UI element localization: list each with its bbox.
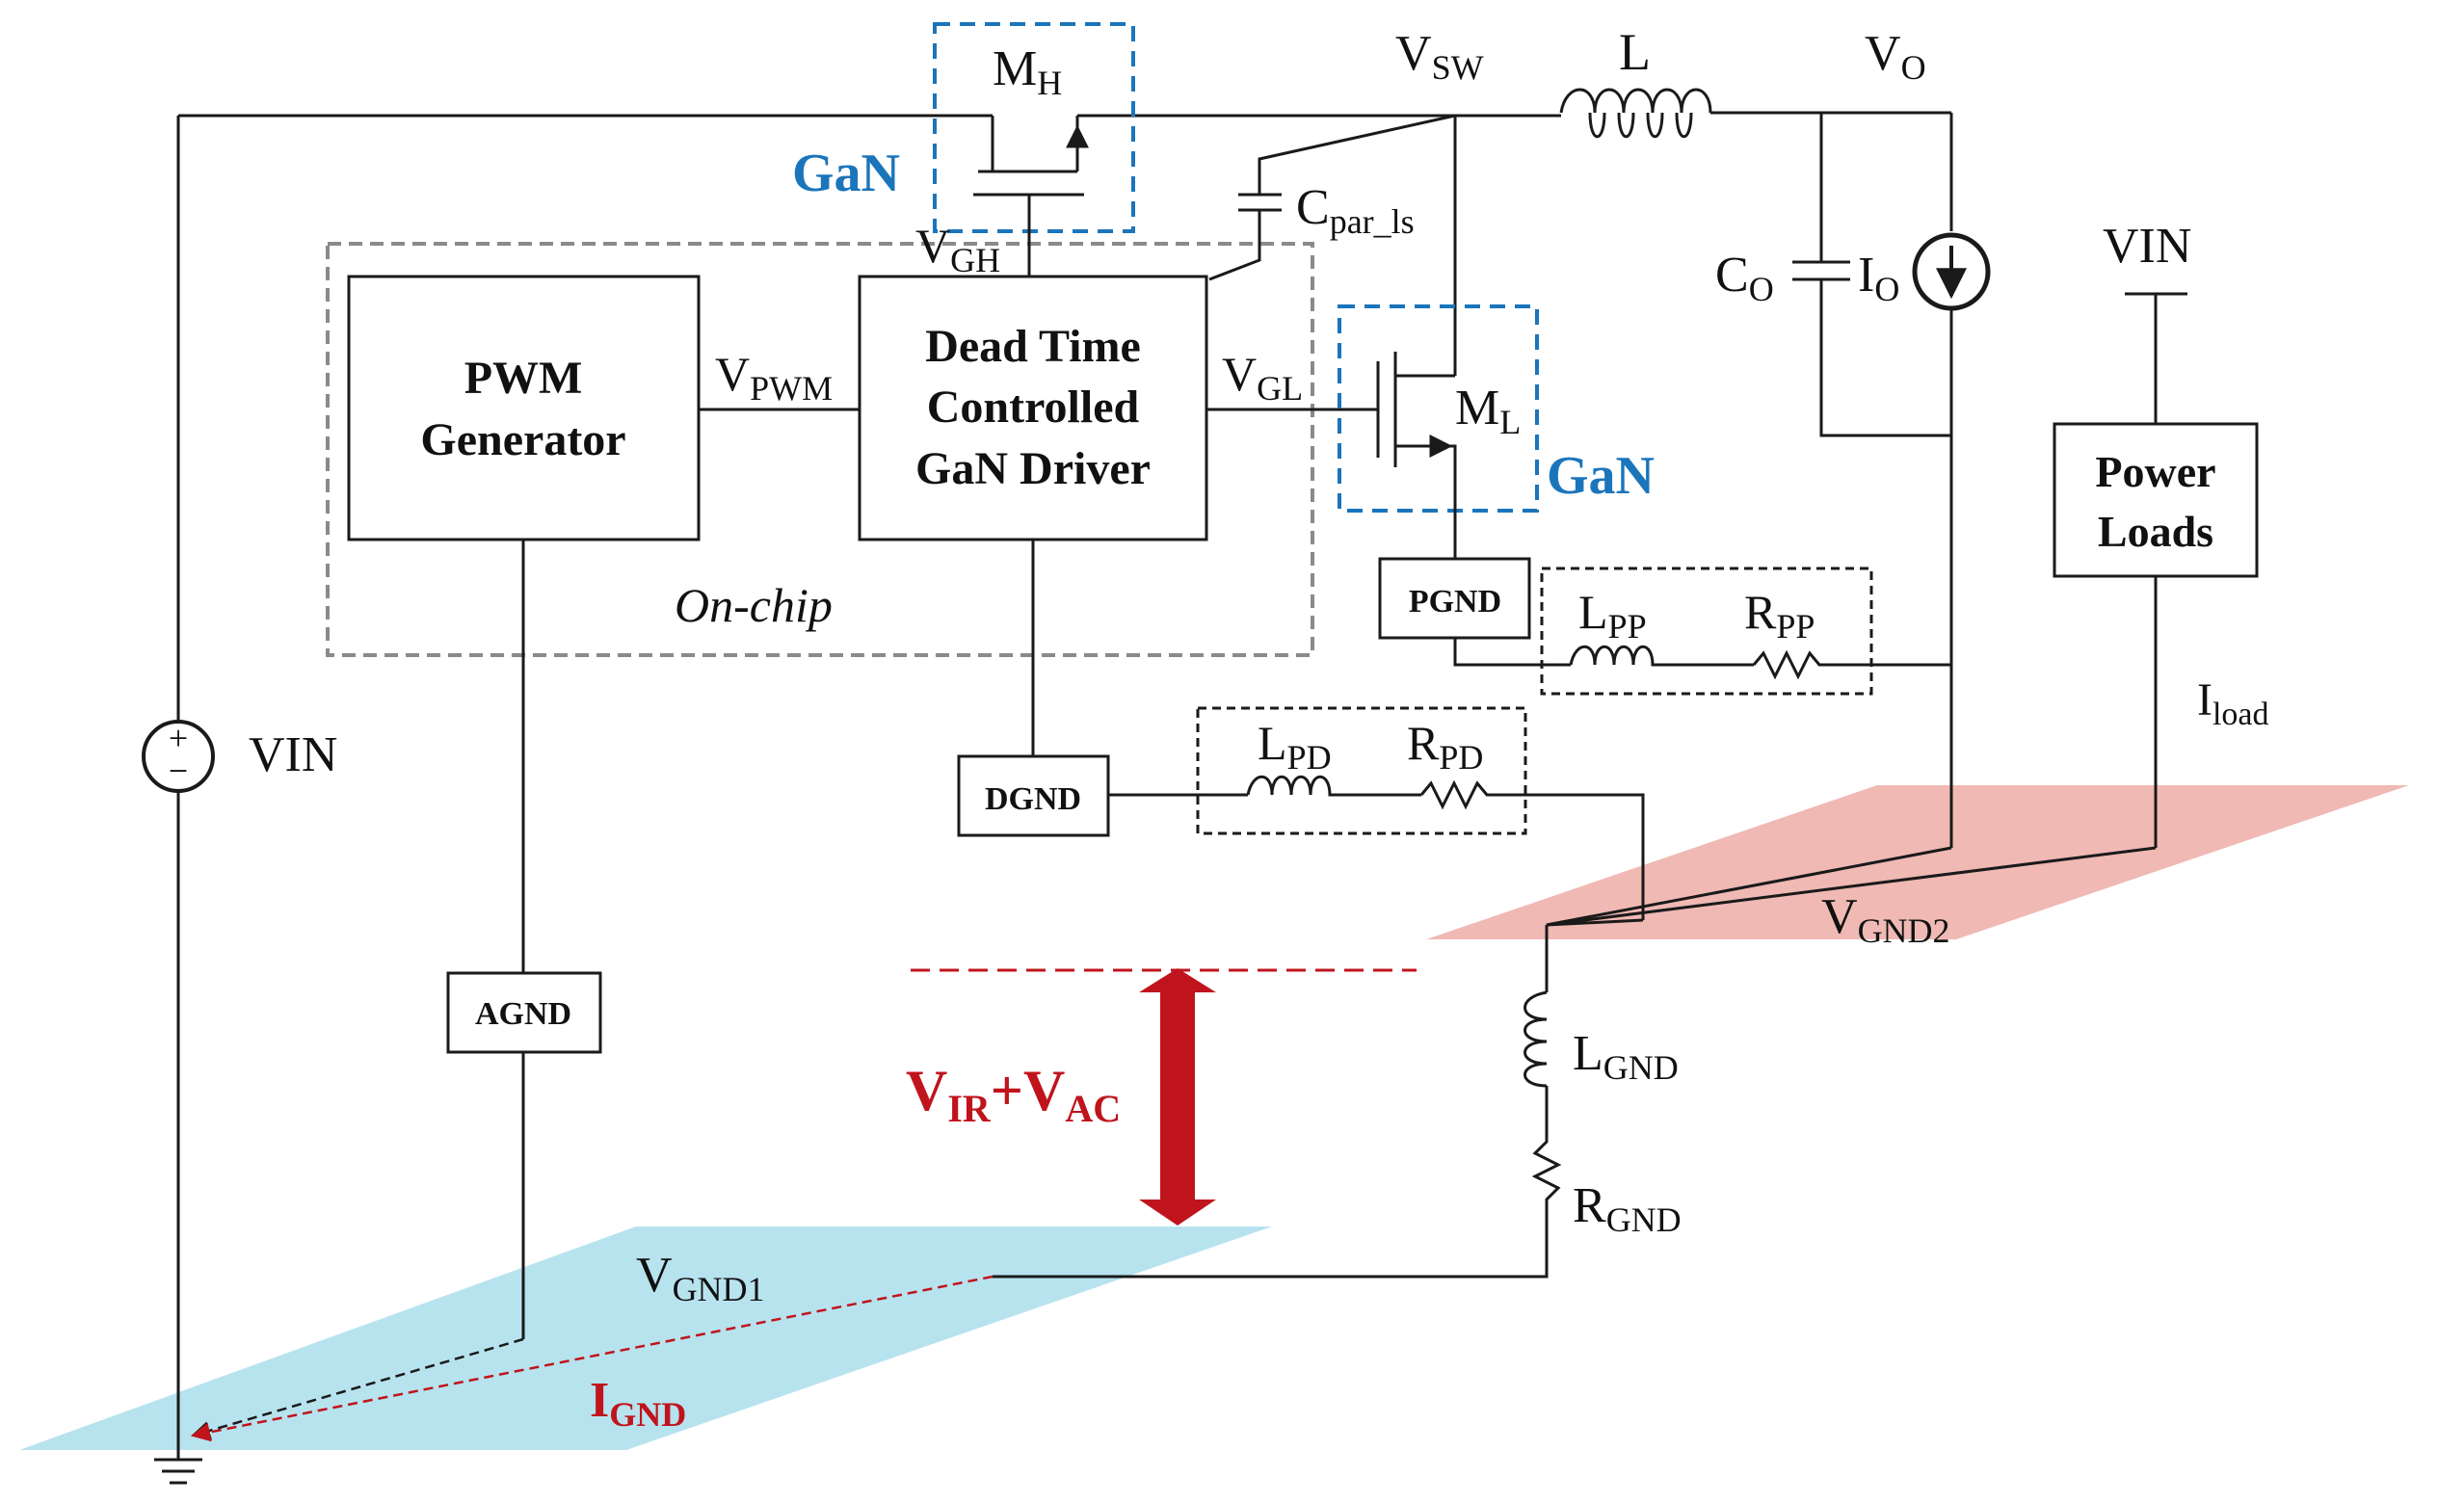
lpp-rpp-box (1540, 567, 1873, 696)
vir-double-arrow (1139, 968, 1216, 1226)
dgnd-label: DGND (985, 781, 1081, 817)
pwm-label-line2: Generator (420, 414, 625, 465)
vgnd1-label: VGND1 (636, 1248, 765, 1308)
lgnd-inductor (1523, 990, 1548, 1088)
ignd-dashed (191, 1275, 994, 1442)
inductor-l (1559, 88, 1712, 114)
lpp-label: LPP (1578, 585, 1647, 646)
lpd-inductor (1246, 775, 1421, 797)
cpar-wire (1258, 114, 1456, 195)
lpp-inductor (1569, 645, 1754, 667)
power-loads-line2: Loads (2098, 507, 2213, 556)
vgl-label: VGL (1222, 347, 1303, 408)
vgnd2-star-3 (1546, 846, 2157, 927)
vgh-label: VGH (915, 219, 1000, 279)
inductor-l-loops (1588, 112, 1693, 138)
iload-label: Iload (2197, 674, 2269, 732)
lpd-rpd-box (1196, 706, 1527, 835)
pwm-label-line1: PWM (464, 353, 583, 404)
rpp-label: RPP (1744, 585, 1815, 646)
lgnd-label: LGND (1573, 1026, 1679, 1087)
gan-high-box (933, 22, 1135, 233)
onchip-label: On-chip (675, 578, 833, 632)
driver-label-line3: GaN Driver (915, 443, 1151, 494)
vpwm-label: VPWM (715, 347, 833, 408)
rpd-resistor (1419, 779, 1645, 920)
rgnd-resistor (993, 1086, 1562, 1279)
vin-plus-sign: + (169, 719, 188, 757)
vir-vac-label: VIR+VAC (906, 1059, 1121, 1130)
gan-low-label: GaN (1547, 446, 1655, 506)
co-bottom-wire (1819, 279, 1951, 437)
io-label: IO (1858, 248, 1899, 308)
agnd-label: AGND (475, 996, 571, 1032)
co-label: CO (1715, 248, 1774, 308)
vin-right-label: VIN (2103, 219, 2191, 274)
rpd-label: RPD (1407, 716, 1483, 777)
vin-minus-sign: − (169, 752, 188, 790)
onchip-region (326, 242, 1314, 657)
driver-label-line1: Dead Time (925, 321, 1141, 372)
agnd-return-dashed (191, 1337, 524, 1440)
gan-driver-box (858, 275, 1208, 541)
rgnd-label: RGND (1573, 1178, 1682, 1239)
vsw-label: VSW (1395, 26, 1484, 87)
cpar-label: Cpar_ls (1296, 180, 1415, 241)
mh-drain (991, 116, 1077, 173)
ml-label: ML (1455, 381, 1521, 441)
vo-label: VO (1865, 26, 1926, 87)
cpar-wire-low (1208, 210, 1261, 281)
ml-source (1395, 444, 1457, 559)
pgnd-wire (1453, 638, 1571, 667)
mh-label: MH (993, 41, 1062, 102)
power-loads-box (2053, 422, 2259, 578)
pwm-generator-box (347, 275, 701, 541)
ignd-label: IGND (590, 1373, 686, 1434)
rpp-resistor (1752, 649, 1951, 680)
gan-low-box (1338, 304, 1539, 513)
vin-left-label: VIN (249, 727, 337, 782)
power-loads-line1: Power (2095, 447, 2215, 496)
agnd-box (446, 971, 602, 1054)
gan-high-label: GaN (792, 144, 900, 203)
vgnd2-star-2 (1546, 846, 1952, 927)
earth-ground-icon (154, 1440, 202, 1485)
inductor-l-label: L (1619, 23, 1651, 81)
dgnd-box (957, 754, 1110, 837)
lpd-label: LPD (1258, 716, 1332, 777)
pgnd-label: PGND (1409, 584, 1501, 620)
pgnd-box (1378, 557, 1531, 640)
driver-label-line2: Controlled (927, 382, 1140, 433)
vin-source-symbol (142, 720, 215, 793)
vgnd2-label: VGND2 (1821, 889, 1950, 950)
